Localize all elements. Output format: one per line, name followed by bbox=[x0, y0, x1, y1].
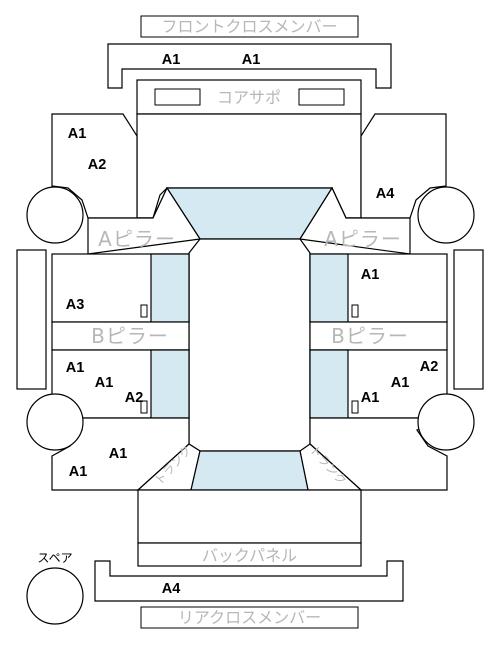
front-right-wheel[interactable] bbox=[417, 186, 475, 244]
spare-label: スペア bbox=[37, 551, 72, 565]
rear-bumper-member[interactable] bbox=[94, 560, 404, 602]
rear-member-code: A4 bbox=[162, 581, 181, 597]
b-pillar-right-area[interactable] bbox=[309, 321, 448, 351]
left-rear-door-code-3: A2 bbox=[125, 390, 144, 406]
left-front-window[interactable] bbox=[150, 253, 190, 323]
right-front-door-code: A1 bbox=[361, 267, 380, 283]
right-rear-door-code-3: A1 bbox=[361, 390, 380, 406]
right-rear-door-code-2: A1 bbox=[391, 375, 410, 391]
a-pillar-left-area[interactable] bbox=[87, 186, 202, 255]
headlight-left bbox=[154, 88, 201, 106]
b-pillar-right-label: Bピラー bbox=[331, 324, 409, 348]
left-front-door-code: A3 bbox=[66, 297, 85, 313]
right-rear-door-handle bbox=[351, 400, 359, 414]
left-rocker-panel[interactable] bbox=[16, 249, 47, 390]
trunk-lid[interactable] bbox=[137, 489, 362, 544]
rear-cross-member-label: リアクロスメンバー bbox=[178, 608, 321, 627]
right-rocker-panel[interactable] bbox=[453, 249, 484, 390]
a-pillar-left-label: Aピラー bbox=[98, 227, 176, 251]
back-panel-label: バックパネル bbox=[202, 546, 297, 565]
front-left-fender-code-1: A1 bbox=[68, 126, 87, 142]
front-bumper-member[interactable] bbox=[107, 43, 392, 89]
front-right-fender-code: A4 bbox=[376, 186, 395, 202]
rear-cross-member-box[interactable] bbox=[140, 606, 359, 629]
front-cross-member-box[interactable] bbox=[140, 15, 359, 38]
front-left-wheel[interactable] bbox=[26, 186, 84, 244]
core-support-label: コアサポ bbox=[217, 88, 281, 107]
right-front-door-handle bbox=[351, 304, 359, 318]
rear-left-wheel[interactable] bbox=[26, 393, 84, 451]
back-panel-box[interactable] bbox=[137, 542, 362, 567]
right-rear-door-code-1: A2 bbox=[420, 359, 439, 375]
left-quarter-code-2: A1 bbox=[69, 464, 88, 480]
headlight-right bbox=[298, 88, 345, 106]
rear-right-wheel[interactable] bbox=[417, 393, 475, 451]
front-left-fender-code-2: A2 bbox=[88, 157, 107, 173]
left-rear-door-handle bbox=[140, 400, 148, 414]
rear-window[interactable] bbox=[190, 450, 309, 491]
left-front-door-handle bbox=[140, 304, 148, 318]
front-cross-member-label: フロントクロスメンバー bbox=[161, 17, 337, 36]
right-rear-window[interactable] bbox=[309, 349, 349, 419]
roof-panel[interactable] bbox=[188, 238, 311, 452]
right-front-window[interactable] bbox=[309, 253, 349, 323]
front-member-code-left: A1 bbox=[162, 52, 181, 68]
front-member-code-right: A1 bbox=[242, 52, 261, 68]
b-pillar-left-area[interactable] bbox=[51, 321, 190, 351]
a-pillar-right-area[interactable] bbox=[298, 186, 411, 255]
left-rear-window[interactable] bbox=[150, 349, 190, 419]
left-rear-door-code-1: A1 bbox=[66, 360, 85, 376]
spare-tire[interactable] bbox=[26, 567, 84, 625]
left-rear-door-code-2: A1 bbox=[95, 375, 114, 391]
a-pillar-right-label: Aピラー bbox=[324, 227, 402, 251]
left-quarter-code-1: A1 bbox=[109, 446, 128, 462]
b-pillar-left-label: Bピラー bbox=[91, 324, 169, 348]
